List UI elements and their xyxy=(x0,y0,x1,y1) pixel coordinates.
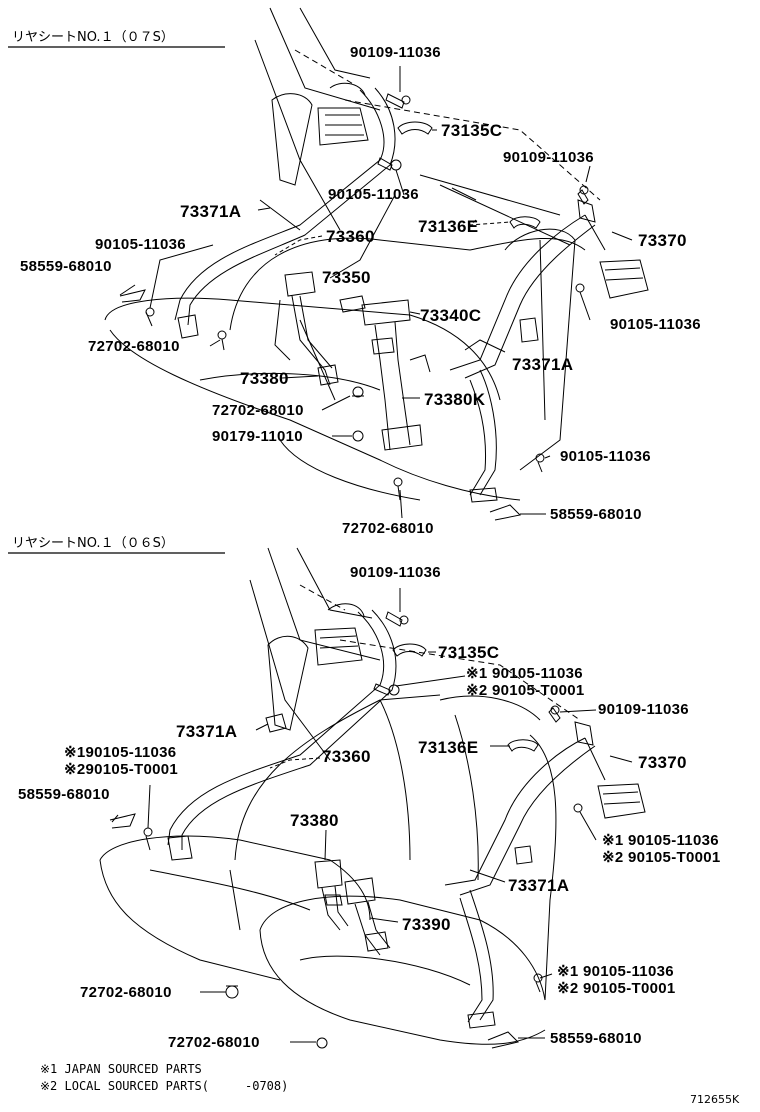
part2-90105-right-upper-pair[interactable]: ※1 90105-11036 ※2 90105-T0001 xyxy=(602,832,721,866)
section2-title: リヤシートNO.１（０６S） xyxy=(12,536,174,551)
part-72702-68010-bottom[interactable]: 72702-68010 xyxy=(342,520,434,537)
part-73350[interactable]: 73350 xyxy=(322,268,371,287)
diagram-id: 712655K xyxy=(690,1093,740,1106)
part-90105-11036-right-upper[interactable]: 90105-11036 xyxy=(610,316,701,333)
part-90105-11036-center[interactable]: 90105-11036 xyxy=(328,186,419,203)
section1-title: リヤシートNO.１（０７S） xyxy=(12,30,174,45)
part-72702-68010-left[interactable]: 72702-68010 xyxy=(88,338,180,355)
part-73135c[interactable]: 73135C xyxy=(441,121,503,140)
part-73340c[interactable]: 73340C xyxy=(420,306,482,325)
part2-90109-11036[interactable]: 90109-11036 xyxy=(350,564,441,581)
part2-90105-11036-right-lower: ※1 90105-11036 xyxy=(557,963,674,980)
part2-90105-11036-left: ※190105-11036 xyxy=(64,744,177,761)
part2-90105-left-pair[interactable]: ※190105-11036 ※290105-T0001 xyxy=(64,744,178,778)
part2-90105-right-lower-pair[interactable]: ※1 90105-11036 ※2 90105-T0001 xyxy=(557,963,676,997)
part2-90105-11036-right-upper: ※1 90105-11036 xyxy=(602,832,719,849)
part2-90105-t0001-left: ※290105-T0001 xyxy=(64,761,179,778)
part-73360[interactable]: 73360 xyxy=(326,227,375,246)
section2-drawing xyxy=(8,547,646,1049)
part-90109-11036-right[interactable]: 90109-11036 xyxy=(503,149,594,166)
part-58559-68010-left[interactable]: 58559-68010 xyxy=(20,258,112,275)
part2-58559-68010-left[interactable]: 58559-68010 xyxy=(18,786,110,803)
part-90109-11036[interactable]: 90109-11036 xyxy=(350,44,441,61)
part-72702-68010-center[interactable]: 72702-68010 xyxy=(212,402,304,419)
part2-90105-center-pair[interactable]: ※1 90105-11036 ※2 90105-T0001 xyxy=(466,665,585,699)
part2-90105-t0001-center: ※2 90105-T0001 xyxy=(466,682,585,699)
part2-73390[interactable]: 73390 xyxy=(402,915,451,934)
part2-90109-11036-right[interactable]: 90109-11036 xyxy=(598,701,689,718)
part2-58559-68010-right[interactable]: 58559-68010 xyxy=(550,1030,642,1047)
part2-90105-11036-center: ※1 90105-11036 xyxy=(466,665,583,682)
part-90179-11010[interactable]: 90179-11010 xyxy=(212,428,303,445)
part2-73360[interactable]: 73360 xyxy=(322,747,371,766)
part-73371a-right[interactable]: 73371A xyxy=(512,355,574,374)
part-58559-68010-right[interactable]: 58559-68010 xyxy=(550,506,642,523)
part2-90105-t0001-right-lower: ※2 90105-T0001 xyxy=(557,980,676,997)
part2-73135c[interactable]: 73135C xyxy=(438,643,500,662)
part-73370[interactable]: 73370 xyxy=(638,231,687,250)
part2-73380[interactable]: 73380 xyxy=(290,811,339,830)
part2-73371a-right[interactable]: 73371A xyxy=(508,876,570,895)
part2-72702-68010-left[interactable]: 72702-68010 xyxy=(80,984,172,1001)
part2-90105-t0001-right-upper: ※2 90105-T0001 xyxy=(602,849,721,866)
part-73371a-left[interactable]: 73371A xyxy=(180,202,242,221)
part-73380k[interactable]: 73380K xyxy=(424,390,486,409)
part2-72702-68010-bottom[interactable]: 72702-68010 xyxy=(168,1034,260,1051)
footnote-japan-sourced: ※1 JAPAN SOURCED PARTS xyxy=(40,1062,202,1076)
part-73380[interactable]: 73380 xyxy=(240,369,289,388)
part2-73371a-left[interactable]: 73371A xyxy=(176,722,238,741)
part-73136e[interactable]: 73136E xyxy=(418,217,479,236)
part-90105-11036-right-lower[interactable]: 90105-11036 xyxy=(560,448,651,465)
part-90105-11036-left[interactable]: 90105-11036 xyxy=(95,236,186,253)
section1-drawing xyxy=(8,7,649,521)
footnote-local-sourced: ※2 LOCAL SOURCED PARTS( -0708) xyxy=(40,1079,289,1093)
part2-73136e[interactable]: 73136E xyxy=(418,738,479,757)
part2-73370[interactable]: 73370 xyxy=(638,753,687,772)
